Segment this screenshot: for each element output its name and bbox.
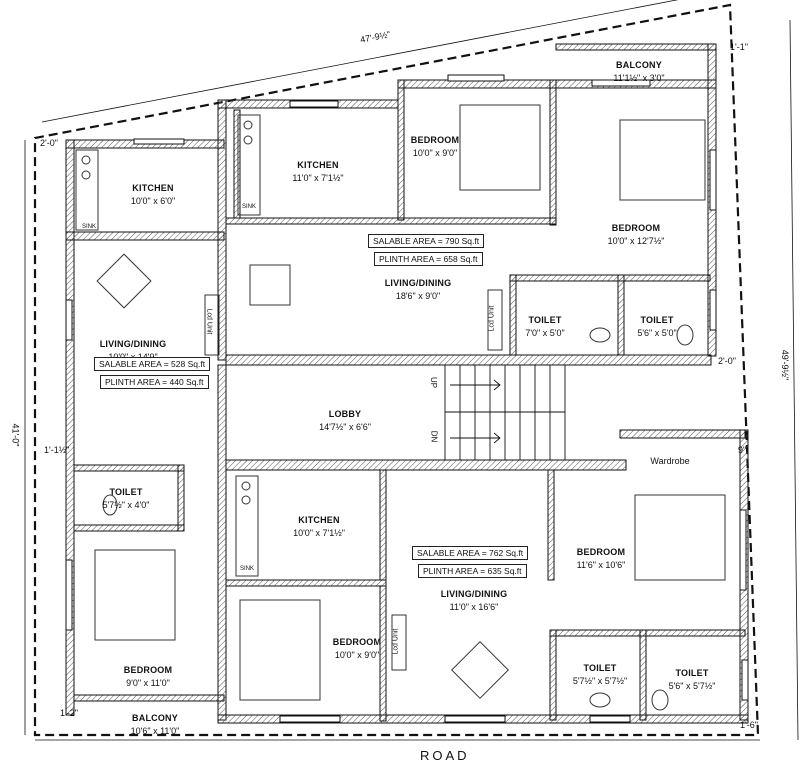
plinth-area-left: PLINTH AREA = 440 Sq.ft: [100, 375, 209, 389]
stairs-down-label: DN: [429, 430, 439, 443]
salable-area-bottom: SALABLE AREA = 762 Sq.ft: [412, 546, 529, 560]
setback-bottom-right: 1'-6": [740, 720, 758, 730]
road-label: ROAD: [420, 748, 470, 763]
toilets: [102, 324, 694, 711]
right-dimension: 49'-9½": [780, 349, 791, 381]
lcd-unit-bottom: Lcd Unit: [392, 628, 400, 655]
setback-bottom-left: 1'-2": [60, 708, 78, 718]
sink-label-bottom: SINK: [240, 566, 255, 572]
salable-area-left: SALABLE AREA = 528 Sq.ft: [94, 357, 211, 371]
setback-left-low: 1'-1½": [44, 445, 70, 455]
kitchen-counters: [75, 114, 261, 577]
dining-tables: [96, 253, 509, 699]
lcd-unit-left: Lcd Unit: [205, 308, 213, 335]
left-dimension: 41'-0": [10, 423, 21, 447]
stairs-up-label: UP: [429, 376, 439, 389]
plinth-area-top: PLINTH AREA = 658 Sq.ft: [374, 252, 483, 266]
sink-label-top: SINK: [242, 204, 257, 210]
staircase: [444, 364, 566, 461]
plot-boundary: [33, 3, 760, 737]
windows: [65, 74, 749, 723]
setback-right-mid: 2'-0": [718, 356, 736, 366]
setback-top-left: 2'-0": [40, 138, 58, 148]
sink-label-left: SINK: [82, 224, 97, 230]
setback-top-right: 1'-1": [730, 42, 748, 52]
room-wardrobe: Wardrobe: [650, 456, 690, 466]
setback-right-low: 9": [738, 445, 747, 455]
lcd-unit-top: Lcd Unit: [488, 305, 496, 332]
plinth-area-bottom: PLINTH AREA = 635 Sq.ft: [418, 564, 527, 578]
lcd-units: [204, 289, 503, 671]
beds: [94, 104, 726, 701]
salable-area-top: SALABLE AREA = 790 Sq.ft: [368, 234, 485, 248]
